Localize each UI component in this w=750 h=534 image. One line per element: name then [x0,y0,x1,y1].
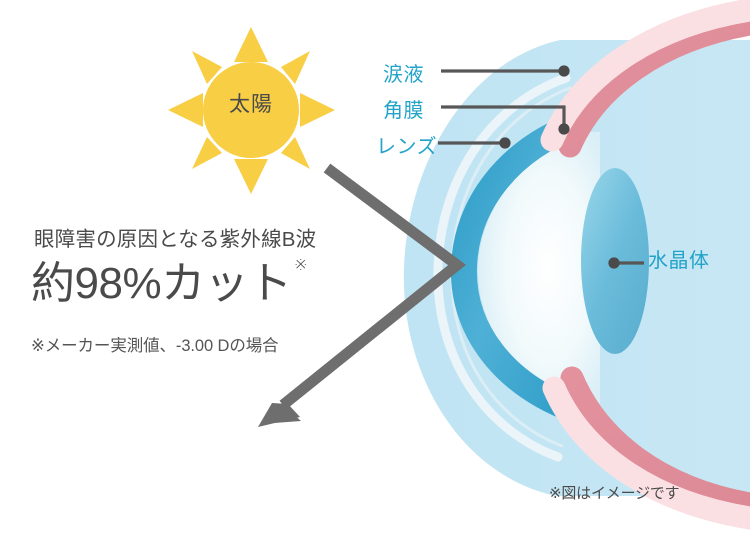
iris-sclera-bottom [542,366,750,530]
cornea-arc [450,111,591,423]
label-contact-lens: レンズ [376,136,438,158]
image-disclaimer: ※図はイメージです [549,485,680,502]
sun-graphic [168,27,335,194]
anterior-chamber [477,132,600,404]
label-cornea: 角膜 [383,100,424,122]
headline-main-text: 約98%カット [31,259,292,308]
sun-label: 太陽 [229,93,273,116]
uv-ray-reflection-arrow [279,163,466,410]
leader-dot-tear [558,65,570,77]
leader-dot-lens [499,137,511,149]
leader-dot-cornea [558,123,570,135]
sun-rays [168,27,335,194]
label-crystalline-lens: 水晶体 [648,250,710,272]
leader-lines [438,69,644,265]
leader-dot-crystalline [608,257,620,269]
leader-dots [499,65,620,269]
sun-disc [203,62,299,158]
arrow-head-fill [258,403,300,427]
label-tear-fluid: 涙液 [383,64,424,86]
leader-line-cornea [441,105,566,128]
headline-subtitle: 眼障害の原因となる紫外線B波 [34,228,317,251]
headline-main-superscript: ※ [293,255,308,275]
headline-main: 約98%カット※ [31,256,308,308]
footnote-text: ※メーカー実測値、-3.00 Dの場合 [31,337,279,355]
